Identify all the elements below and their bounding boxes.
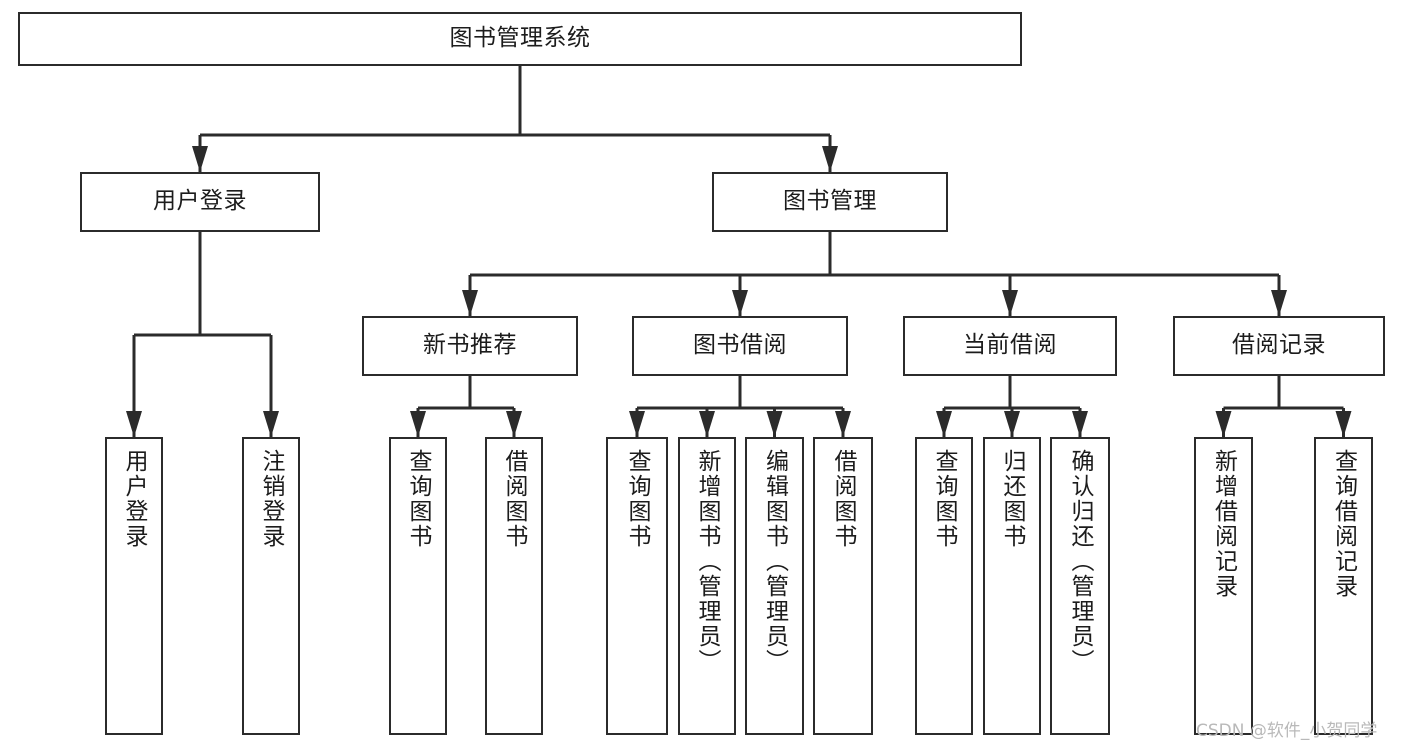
node-book-borrow[interactable]: 图书借阅 [632, 316, 848, 376]
node-label: 新增图书（管理员） [694, 449, 721, 674]
node-user-login[interactable]: 用户登录 [80, 172, 320, 232]
leaf-user-login[interactable]: 用户登录 [105, 437, 163, 735]
leaf-return-book[interactable]: 归还图书 [983, 437, 1041, 735]
leaf-add-book[interactable]: 新增图书（管理员） [678, 437, 736, 735]
leaf-query-record[interactable]: 查询借阅记录 [1314, 437, 1373, 735]
node-label: 当前借阅 [963, 332, 1057, 359]
node-label: 图书管理 [783, 188, 877, 215]
node-label: 查询图书 [931, 449, 958, 549]
node-label: 用户登录 [121, 449, 148, 549]
leaf-edit-book[interactable]: 编辑图书（管理员） [745, 437, 804, 735]
leaf-query-book-2[interactable]: 查询图书 [606, 437, 668, 735]
node-label: 查询图书 [624, 449, 651, 549]
leaf-query-book-3[interactable]: 查询图书 [915, 437, 973, 735]
node-label: 归还图书 [999, 449, 1026, 549]
node-label: 借阅记录 [1232, 332, 1326, 359]
leaf-borrow-book-1[interactable]: 借阅图书 [485, 437, 543, 735]
leaf-confirm-return[interactable]: 确认归还（管理员） [1050, 437, 1110, 735]
leaf-add-record[interactable]: 新增借阅记录 [1194, 437, 1253, 735]
node-borrow-record[interactable]: 借阅记录 [1173, 316, 1385, 376]
leaf-query-book-1[interactable]: 查询图书 [389, 437, 447, 735]
node-new-book-recommend[interactable]: 新书推荐 [362, 316, 578, 376]
node-label: 图书管理系统 [449, 25, 591, 52]
node-label: 确认归还（管理员） [1067, 449, 1094, 674]
node-label: 新书推荐 [423, 332, 517, 359]
node-label: 注销登录 [258, 449, 285, 549]
leaf-borrow-book-2[interactable]: 借阅图书 [813, 437, 873, 735]
node-root[interactable]: 图书管理系统 [18, 12, 1022, 66]
leaf-logout[interactable]: 注销登录 [242, 437, 300, 735]
node-label: 编辑图书（管理员） [761, 449, 788, 674]
node-label: 图书借阅 [693, 332, 787, 359]
node-label: 借阅图书 [830, 449, 857, 549]
node-label: 查询借阅记录 [1330, 449, 1357, 599]
node-label: 借阅图书 [501, 449, 528, 549]
node-label: 新增借阅记录 [1210, 449, 1237, 599]
node-book-manage[interactable]: 图书管理 [712, 172, 948, 232]
watermark: CSDN @软件_小贺同学 [1196, 721, 1378, 741]
node-label: 查询图书 [405, 449, 432, 549]
node-label: 用户登录 [153, 188, 247, 215]
node-current-borrow[interactable]: 当前借阅 [903, 316, 1117, 376]
